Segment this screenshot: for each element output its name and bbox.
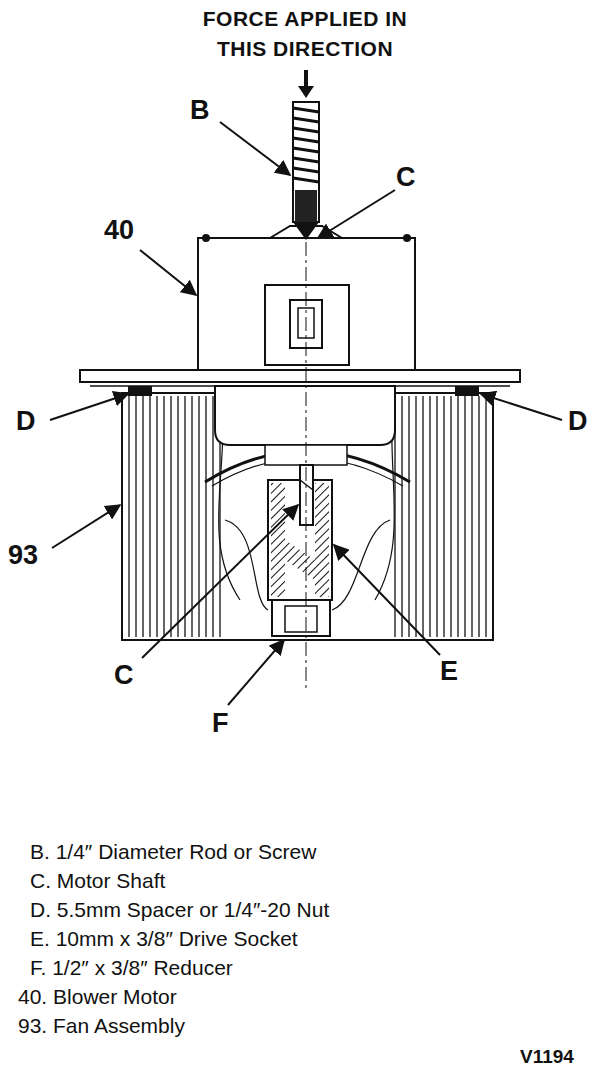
key-entry: E. 10mm x 3/8″ Drive Socket	[30, 927, 298, 951]
callout-letter: C	[396, 162, 416, 193]
figure-code: V1194	[520, 1046, 574, 1068]
callout-number: 93	[8, 540, 38, 571]
callout-letter: C	[114, 660, 134, 691]
key-entry: 93. Fan Assembly	[18, 1014, 185, 1038]
callout-letter: B	[190, 95, 210, 126]
key-entry: C. Motor Shaft	[30, 869, 165, 893]
force-note: FORCE APPLIED IN THIS DIRECTION	[175, 4, 435, 64]
callout-letter: D	[16, 406, 36, 437]
callout-number: 40	[104, 215, 134, 246]
key-entry: F. 1/2″ x 3/8″ Reducer	[30, 956, 233, 980]
callout-letter: E	[440, 656, 458, 687]
key-entry: B. 1/4″ Diameter Rod or Screw	[30, 840, 316, 864]
callout-letter: F	[212, 708, 229, 739]
key-entry: D. 5.5mm Spacer or 1/4″-20 Nut	[30, 898, 329, 922]
key-entry: 40. Blower Motor	[18, 985, 177, 1009]
callout-letter: D	[568, 406, 588, 437]
